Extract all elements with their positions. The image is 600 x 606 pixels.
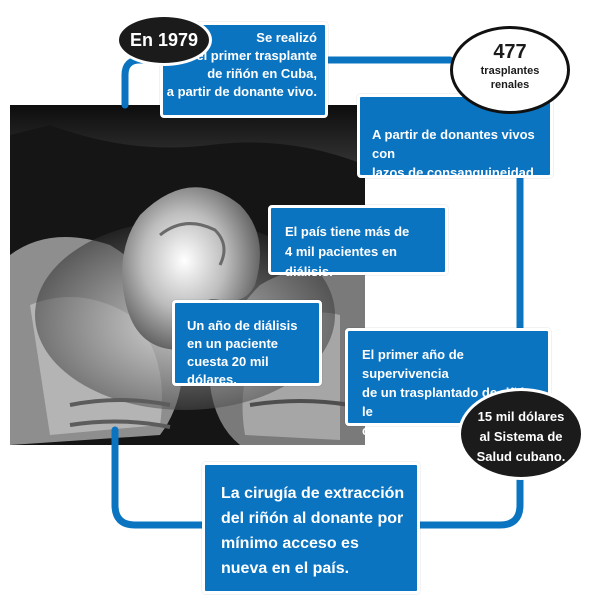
survival-cost-line-1: El primer año de supervivencia (362, 347, 464, 381)
first-transplant-box: Se realizó el primer trasplante de riñón… (160, 22, 328, 118)
surgery-line-1: La cirugía de extracción (221, 485, 405, 502)
dialysis-patients-line-1: El país tiene más de (285, 224, 410, 239)
cost-badge-line-2: al Sistema de (479, 429, 563, 444)
survival-cost-line-3: cuesta (362, 423, 404, 438)
first-transplant-line-4: a partir de donante vivo. (166, 84, 317, 99)
cost-badge-line-1: 15 mil dólares (477, 409, 565, 424)
living-donors-line-1: A partir de donantes vivos con (372, 127, 535, 161)
surgery-line-2: del riñón al donante por (221, 510, 404, 527)
transplant-count-label-2: renales (490, 79, 530, 91)
living-donors-line-2: lazos de consanguineidad. (372, 165, 538, 180)
dialysis-cost-line-2: en un paciente (187, 336, 279, 351)
survival-cost-box: El primer año de supervivencia de un tra… (345, 328, 551, 438)
surgery-box: La cirugía de extracción del riñón al do… (202, 462, 420, 594)
cost-badge: 15 mil dólares al Sistema de Salud cuban… (458, 388, 584, 480)
first-transplant-line-1: Se realizó (256, 30, 317, 45)
dialysis-cost-box: Un año de diálisis en un paciente cuesta… (172, 300, 322, 387)
dialysis-patients-box: El país tiene más de 4 mil pacientes en … (268, 205, 448, 279)
dialysis-cost-line-3: cuesta 20 mil dólares. (187, 354, 269, 387)
surgery-line-4: nueva en el país. (221, 560, 350, 577)
dialysis-patients-line-2: 4 mil pacientes en diálisis. (285, 244, 397, 279)
year-badge: En 1979 (116, 14, 212, 66)
dialysis-cost-line-1: Un año de diálisis (187, 318, 298, 333)
transplant-count-number: 477 (493, 41, 527, 63)
transplant-count-label-1: trasplantes (480, 65, 540, 77)
transplant-count-badge: 477 trasplantes renales (450, 26, 570, 114)
surgery-line-3: mínimo acceso es (221, 535, 359, 552)
year-badge-text: En 1979 (129, 30, 199, 50)
first-transplant-line-3: de riñón en Cuba, (207, 66, 317, 81)
cost-badge-line-3: Salud cubano. (476, 449, 566, 464)
first-transplant-line-2: el primer trasplante (196, 48, 317, 63)
